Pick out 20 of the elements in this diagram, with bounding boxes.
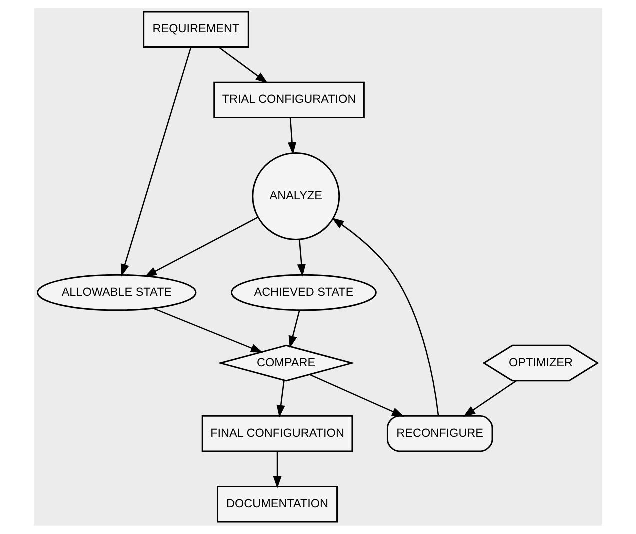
arrow [144, 216, 258, 278]
node-circle: ANALYZE [252, 152, 340, 240]
node-ellipse: ALLOWABLE STATE [37, 274, 197, 312]
arrow [153, 308, 264, 354]
node-ellipse: ACHIEVED STATE [231, 274, 377, 312]
arrow [120, 47, 192, 277]
arrow [273, 452, 282, 489]
arrow [463, 380, 517, 418]
arrow [276, 380, 286, 418]
node-box: RECONFIGURE [386, 415, 494, 452]
arrow [288, 310, 300, 348]
arrow [218, 47, 268, 84]
arrow [332, 218, 440, 416]
node-box: TRIAL CONFIGURATION [214, 82, 365, 119]
arrow [297, 240, 306, 277]
arrow [309, 374, 405, 417]
node-box: REQUIREMENT [143, 11, 250, 48]
node-box: FINAL CONFIGURATION [202, 415, 354, 452]
arrow [288, 118, 297, 155]
node-box: DOCUMENTATION [217, 486, 338, 523]
